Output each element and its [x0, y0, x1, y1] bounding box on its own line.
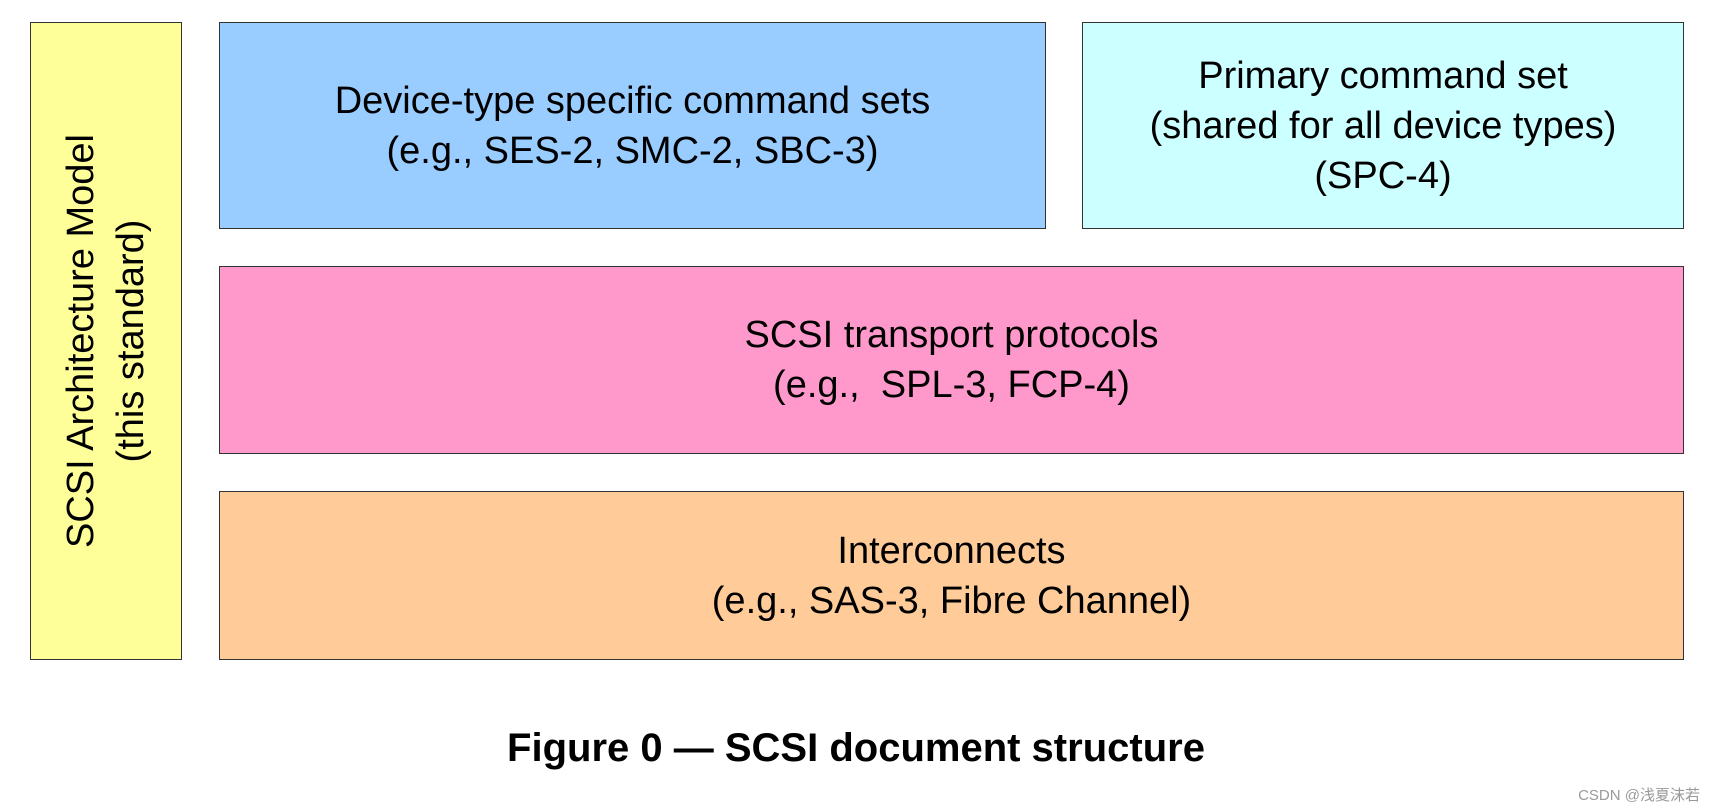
primary-command-title: Primary command set — [1198, 54, 1568, 97]
transport-examples: (e.g., SPL-3, FCP-4) — [773, 364, 1130, 406]
primary-command-set-box: Primary command set (shared for all devi… — [1082, 22, 1684, 229]
architecture-model-title: SCSI Architecture Model — [60, 134, 102, 548]
figure-caption: Figure 0 — SCSI document structure — [507, 726, 1205, 770]
device-type-examples: (e.g., SES-2, SMC-2, SBC-3) — [386, 129, 879, 172]
watermark: CSDN @浅夏沫若 — [1578, 787, 1700, 804]
device-type-command-sets-box: Device-type specific command sets (e.g.,… — [219, 22, 1046, 229]
interconnects-title: Interconnects — [837, 529, 1066, 572]
architecture-model-box: SCSI Architecture Model (this standard) — [30, 22, 182, 660]
primary-command-description: (shared for all device types) — [1149, 104, 1617, 147]
device-type-title: Device-type specific command sets — [334, 79, 931, 122]
interconnects-box: Interconnects (e.g., SAS-3, Fibre Channe… — [219, 491, 1684, 660]
transport-title: SCSI transport protocols — [744, 314, 1159, 356]
interconnects-examples: (e.g., SAS-3, Fibre Channel) — [711, 579, 1192, 622]
transport-protocols-box: SCSI transport protocols (e.g., SPL-3, F… — [219, 266, 1684, 454]
primary-command-standard: (SPC-4) — [1314, 154, 1452, 197]
architecture-model-subtitle: (this standard) — [110, 219, 152, 463]
